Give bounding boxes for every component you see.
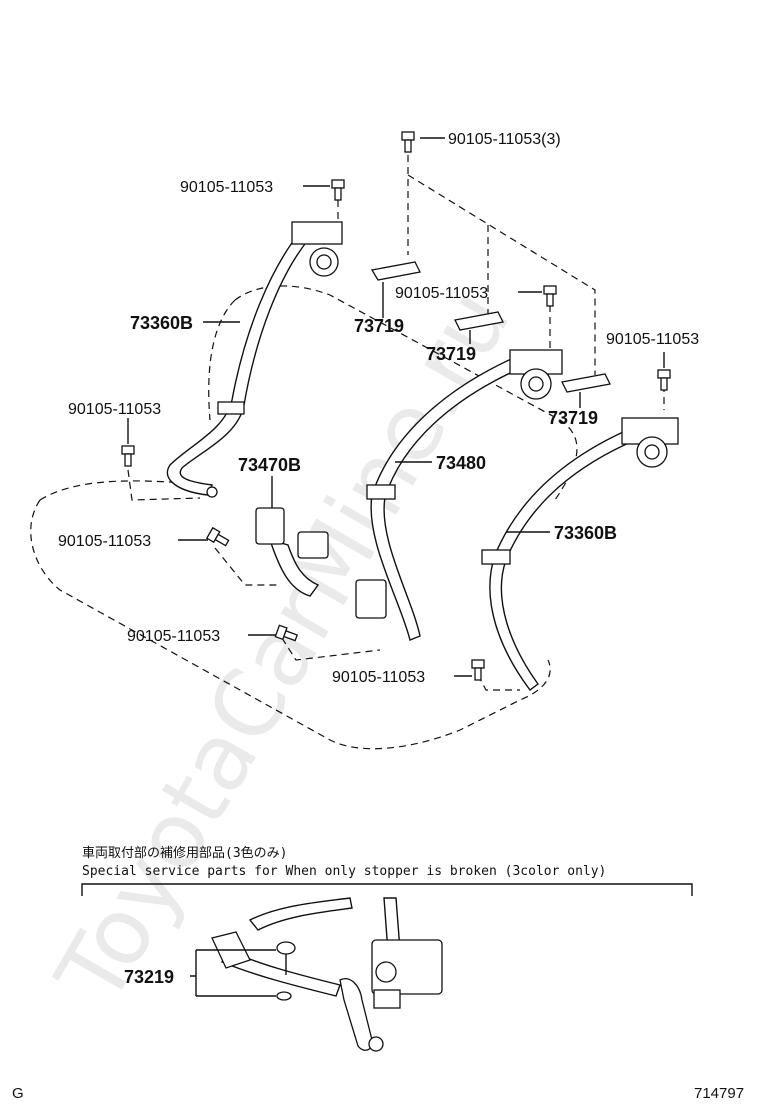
belt-right	[481, 417, 679, 691]
bracket-plates	[370, 261, 611, 393]
label-belt-center: 73480	[436, 453, 486, 473]
inset-title-en: Special service parts for When only stop…	[82, 864, 606, 879]
stopper-button-icon	[276, 941, 296, 955]
label-bracket-a: 73719	[354, 316, 404, 336]
inset-bracket-line	[81, 883, 693, 896]
label-bolt-left-top: 90105-11053	[180, 179, 273, 196]
label-bolt-left-mid: 90105-11053	[68, 401, 161, 418]
label-bolt-mid: 90105-11053	[395, 285, 488, 302]
inset-title-jp: 車両取付部の補修用部品(3色のみ)	[82, 845, 287, 861]
label-stopper: 73219	[124, 967, 174, 987]
label-bolt-right: 90105-11053	[606, 331, 699, 348]
label-bracket-c: 73719	[548, 408, 598, 428]
label-bolt-left-low: 90105-11053	[58, 533, 151, 550]
footer-left-code: G	[12, 1085, 24, 1102]
bolt-icon	[121, 445, 135, 467]
label-buckle-left: 73470B	[238, 455, 301, 475]
inset-section: 車両取付部の補修用部品(3色のみ) Special service parts …	[81, 845, 693, 1052]
label-belt-right: 73360B	[554, 523, 617, 543]
label-bracket-b: 73719	[426, 344, 476, 364]
diagram-id: 714797	[694, 1085, 744, 1102]
label-bolt-bottom-left: 90105-11053	[127, 628, 220, 645]
label-bolt-bottom-center: 90105-11053	[332, 669, 425, 686]
bolt-icon	[401, 131, 415, 153]
belt-left	[166, 221, 343, 498]
belt-center	[355, 349, 563, 641]
stopper-label-bracket	[190, 949, 276, 997]
label-leaders	[127, 137, 665, 677]
label-bolt-top: 90105-11053(3)	[448, 131, 561, 148]
bolt-icons	[121, 131, 671, 681]
bolt-icon	[205, 526, 230, 547]
bolt-icon	[471, 659, 485, 681]
buckle-assembly	[255, 507, 329, 597]
label-belt-left: 73360B	[130, 313, 193, 333]
bolt-icon	[331, 179, 345, 201]
stopper-washer-icon	[276, 991, 292, 1001]
bolt-icon	[657, 369, 671, 391]
bolt-icon	[543, 285, 557, 307]
seat-outline	[30, 285, 578, 750]
bolt-icon	[274, 624, 299, 642]
